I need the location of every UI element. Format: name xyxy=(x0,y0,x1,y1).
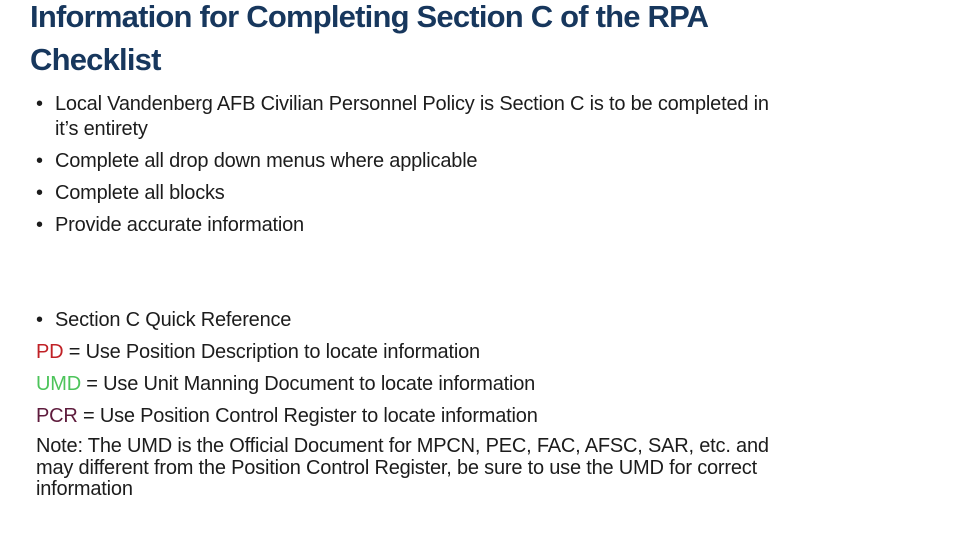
quick-reference-heading: Section C Quick Reference xyxy=(55,309,292,331)
quick-reference-section: • Section C Quick Reference PD = Use Pos… xyxy=(36,308,948,501)
term-pcr: PCR xyxy=(36,405,78,427)
bullet-item: • Local Vandenberg AFB Civilian Personne… xyxy=(36,92,941,142)
reference-line-umd-text: = Use Unit Manning Document to locate in… xyxy=(80,373,536,395)
bullet-marker: • xyxy=(36,182,43,204)
term-umd: UMD xyxy=(36,373,81,395)
bullet-marker: • xyxy=(36,309,43,331)
slide-title: Information for Completing Section C of … xyxy=(30,0,709,77)
bullet-marker: • xyxy=(36,93,43,115)
bullet-marker: • xyxy=(36,150,43,172)
bullet-text-local-policy: Local Vandenberg AFB Civilian Personnel … xyxy=(55,93,769,140)
reference-line-umd: UMD = Use Unit Manning Document to locat… xyxy=(36,372,948,397)
bullet-text-accurate-info: Provide accurate information xyxy=(55,214,304,236)
note-text: Note: The UMD is the Official Document f… xyxy=(36,435,769,500)
bullet-item: • Section C Quick Reference xyxy=(36,308,948,333)
bullet-marker: • xyxy=(36,214,43,236)
bullet-item: • Complete all blocks xyxy=(36,181,941,206)
bullet-item: • Provide accurate information xyxy=(36,213,941,238)
bullet-text-dropdowns: Complete all drop down menus where appli… xyxy=(55,150,478,172)
reference-line-pcr: PCR = Use Position Control Register to l… xyxy=(36,404,948,429)
bullet-text-blocks: Complete all blocks xyxy=(55,182,225,204)
reference-line-pd-text: = Use Position Description to locate inf… xyxy=(63,341,480,363)
bullet-item: • Complete all drop down menus where app… xyxy=(36,149,941,174)
bullet-list-top: • Local Vandenberg AFB Civilian Personne… xyxy=(36,92,941,245)
reference-line-pd: PD = Use Position Description to locate … xyxy=(36,340,948,365)
reference-line-pcr-text: = Use Position Control Register to locat… xyxy=(77,405,538,427)
term-pd: PD xyxy=(36,341,64,363)
